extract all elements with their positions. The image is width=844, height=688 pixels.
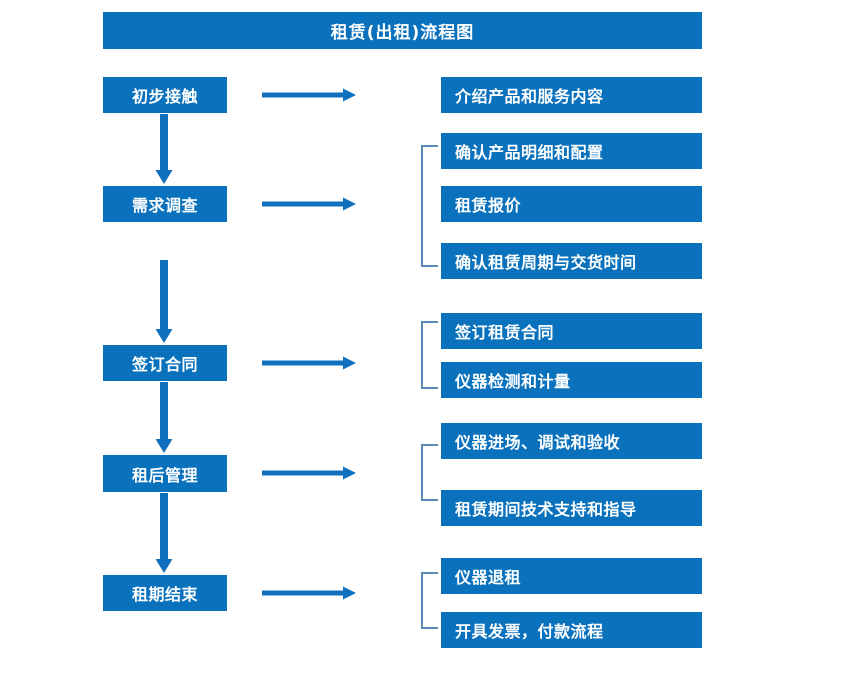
arrow-head (155, 329, 173, 343)
arrow-shaft (262, 590, 343, 596)
group-bracket-3 (421, 321, 438, 389)
arrow-shaft (160, 114, 168, 170)
node-label: 租后管理 (131, 465, 198, 485)
detail-box-3-2[interactable]: 仪器检测和计量 (441, 362, 702, 398)
stage-box-5[interactable]: 租期结束 (103, 575, 227, 611)
node-label: 租期结束 (131, 585, 198, 604)
horizontal-arrow-3 (262, 356, 356, 370)
horizontal-arrow-2 (262, 197, 356, 211)
page-title: 租赁(出租)流程图 (103, 12, 702, 49)
group-bracket-4 (421, 444, 438, 501)
horizontal-arrow-1 (262, 88, 356, 102)
stage-box-2[interactable]: 需求调查 (103, 186, 227, 222)
horizontal-arrow-5 (262, 586, 356, 600)
arrow-stage1-stage2 (155, 114, 173, 184)
arrow-head (343, 586, 356, 600)
arrow-head (155, 559, 173, 573)
arrow-stage3-stage4 (155, 382, 173, 453)
detail-box-2-2[interactable]: 租赁报价 (441, 186, 702, 222)
node-label: 仪器检测和计量 (455, 372, 571, 391)
node-label: 确认租赁周期与交货时间 (455, 253, 637, 272)
node-label: 签订合同 (131, 355, 198, 374)
arrow-shaft (160, 382, 168, 439)
group-bracket-2 (421, 145, 438, 267)
stage-box-3[interactable]: 签订合同 (103, 345, 227, 381)
node-label: 需求调查 (131, 196, 198, 215)
node-label: 租赁期间技术支持和指导 (455, 500, 637, 519)
arrow-head (155, 170, 173, 184)
detail-box-2-1[interactable]: 确认产品明细和配置 (441, 133, 702, 169)
node-label: 仪器退租 (455, 568, 522, 587)
arrow-stage4-stage5 (155, 493, 173, 573)
node-label: 确认产品明细和配置 (455, 143, 604, 162)
detail-box-2-3[interactable]: 确认租赁周期与交货时间 (441, 243, 702, 279)
detail-box-3-1[interactable]: 签订租赁合同 (441, 313, 702, 349)
node-label: 租赁报价 (455, 196, 522, 215)
detail-box-5-2[interactable]: 开具发票，付款流程 (441, 612, 702, 648)
stage-box-4[interactable]: 租后管理 (103, 455, 227, 492)
arrow-head (155, 439, 173, 453)
node-label: 仪器进场、调试和验收 (455, 433, 621, 452)
arrow-shaft (262, 201, 343, 207)
node-label: 开具发票，付款流程 (455, 622, 604, 641)
arrow-head (343, 356, 356, 370)
arrow-stage2-stage3 (155, 260, 173, 343)
arrow-head (343, 88, 356, 102)
node-label: 介绍产品和服务内容 (455, 87, 604, 106)
arrow-shaft (160, 260, 168, 329)
horizontal-arrow-4 (262, 466, 356, 480)
detail-box-5-1[interactable]: 仪器退租 (441, 558, 702, 594)
node-label: 签订租赁合同 (455, 323, 555, 342)
detail-box-1-1[interactable]: 介绍产品和服务内容 (441, 77, 702, 113)
node-label: 初步接触 (131, 87, 198, 106)
arrow-shaft (160, 493, 168, 559)
stage-box-1[interactable]: 初步接触 (103, 77, 227, 113)
arrow-shaft (262, 360, 343, 366)
arrow-shaft (262, 470, 343, 476)
detail-box-4-2[interactable]: 租赁期间技术支持和指导 (441, 490, 702, 526)
arrow-shaft (262, 92, 343, 98)
arrow-head (343, 466, 356, 480)
group-bracket-5 (421, 572, 438, 629)
arrow-head (343, 197, 356, 211)
detail-box-4-1[interactable]: 仪器进场、调试和验收 (441, 423, 702, 459)
